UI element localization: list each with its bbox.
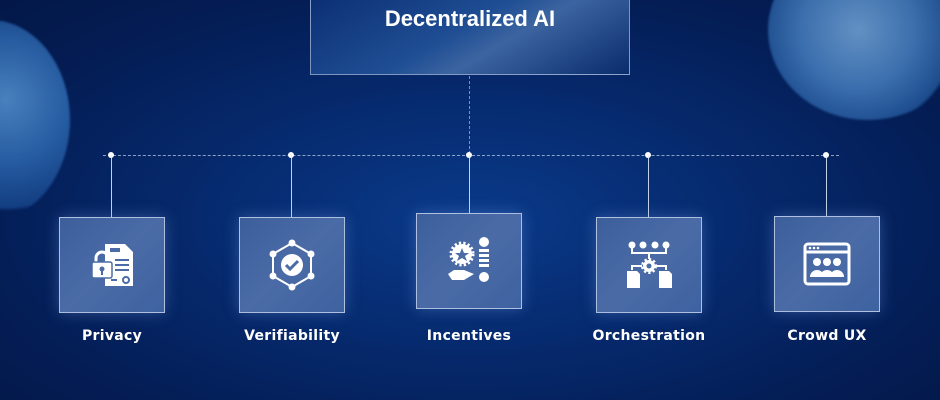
node-crowd-ux — [774, 216, 880, 312]
globe-decoration — [0, 20, 70, 220]
node-label: Verifiability — [244, 328, 340, 344]
reward-coins-icon — [448, 237, 489, 282]
root-node: Decentralized AI — [310, 0, 630, 75]
node-connector — [826, 155, 827, 216]
verified-network-icon — [269, 239, 315, 291]
gear-workflow-icon — [627, 241, 672, 288]
node-orchestration — [596, 217, 702, 313]
node-verifiability — [239, 217, 345, 313]
node-connector — [291, 155, 292, 217]
node-privacy — [59, 217, 165, 313]
node-label: Privacy — [81, 328, 143, 344]
node-label: Orchestration — [592, 328, 706, 344]
node-connector — [648, 155, 649, 217]
lock-document-icon — [91, 244, 133, 286]
globe-decoration — [768, 0, 940, 120]
crowd-browser-icon — [803, 242, 851, 286]
diagram-title: Decentralized AI — [384, 6, 556, 31]
node-incentives — [416, 213, 522, 309]
node-label: Incentives — [426, 328, 512, 344]
node-connector — [111, 155, 112, 217]
root-connector — [469, 76, 470, 154]
node-label: Crowd UX — [787, 328, 867, 344]
node-connector — [469, 155, 470, 213]
